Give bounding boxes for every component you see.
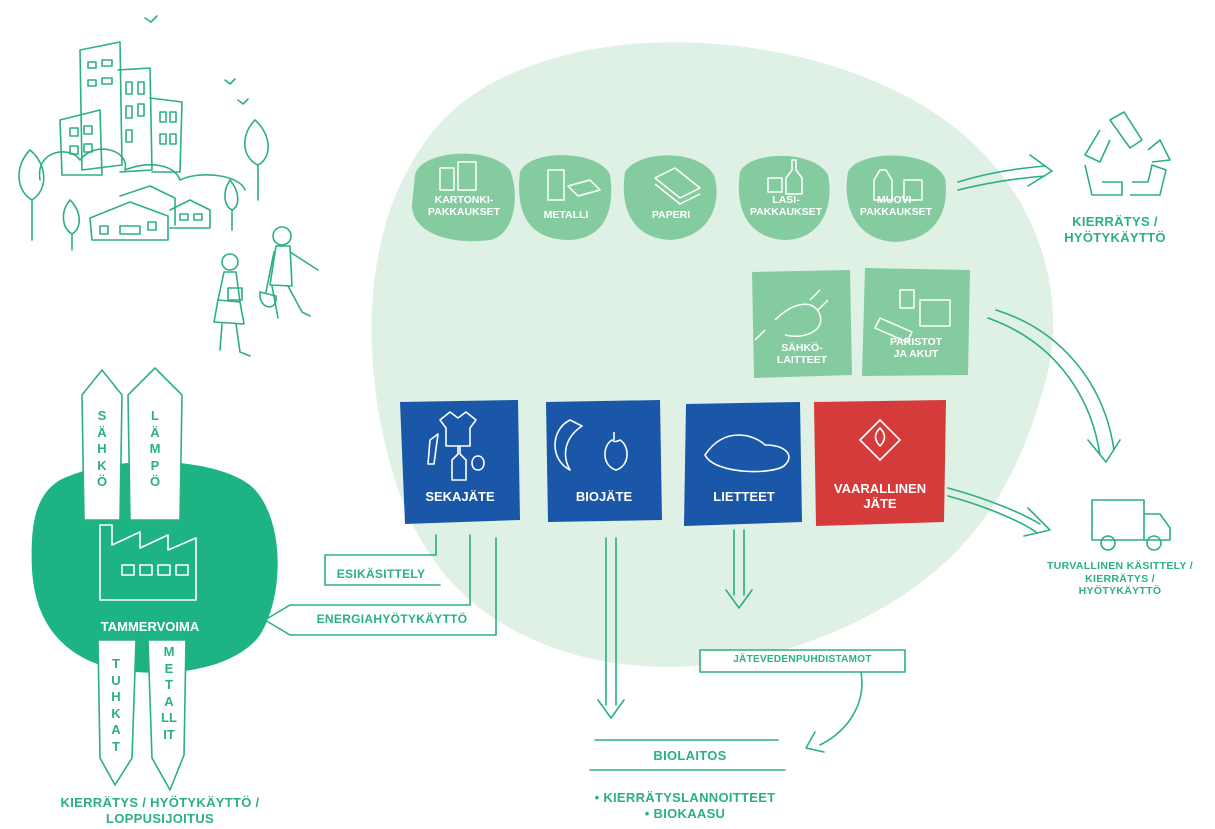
bottle-icon [767, 159, 803, 195]
plug-icon [754, 289, 829, 341]
hazard-icon [859, 419, 901, 461]
energiahyotykaytto-label: ENERGIAHYÖTYKÄYTTÖ [316, 612, 468, 626]
bin-label-biojate: BIOJÄTE [575, 489, 633, 504]
tammervoima-destination: KIERRÄTYS / HYÖTYKÄYTTÖ / LOPPUSIJOITUS [60, 795, 260, 826]
carton-icon [439, 161, 477, 191]
chip-label-cartons: KARTONKI- PAKKAUKSET [427, 194, 501, 218]
esikasittely-label: ESIKÄSITTELY [336, 567, 426, 581]
safe-treatment-destination: TURVALLINEN KÄSITTELY / KIERRÄTYS / HYÖT… [1047, 560, 1193, 598]
tammervoima-name: TAMMERVOIMA [100, 619, 200, 634]
electricity-arrow [81, 369, 123, 521]
metal-label: METALLIT [161, 644, 177, 742]
bin-label-lietteet: LIETTEET [713, 489, 775, 504]
bin-label-vaarallinen: VAARALLINEN JÄTE [833, 481, 927, 511]
plastic-bottle-icon [873, 169, 923, 201]
chip-label-glass: LASI- PAKKAUKSET [749, 194, 823, 218]
recycling-destination: KIERRÄTYS / HYÖTYKÄYTTÖ [1064, 214, 1166, 245]
bin-biojate [546, 400, 662, 522]
chip-label-batteries: PARISTOT JA AKUT [889, 336, 943, 360]
city-icon [18, 15, 269, 251]
ash-label: TUHKAT [111, 656, 121, 754]
bin-lietteet [684, 402, 802, 526]
factory-icon [99, 524, 197, 601]
arrow-to-biolaitos [805, 667, 863, 753]
chip-glass [738, 155, 830, 240]
paper-icon [654, 167, 701, 205]
chip-paper [623, 155, 717, 240]
clothes-icon [427, 411, 477, 465]
chip-cartons [412, 153, 515, 242]
apple-core-icon [604, 432, 628, 471]
arrow-biojate [597, 537, 625, 719]
heat-arrow [127, 367, 183, 521]
chip-label-paper: PAPERI [651, 209, 691, 221]
biolaitos-output-1: • KIERRÄTYSLANNOITTEET [594, 790, 776, 805]
chip-label-plastic: MUOVI- PAKKAUKSET [859, 194, 933, 218]
chip-electronics [752, 270, 852, 378]
banana-icon [554, 419, 583, 471]
bin-vaarallinen [814, 400, 946, 526]
chip-label-electronics: SÄHKÖ- LAITTEET [776, 342, 828, 366]
arrow-esikasittely [324, 534, 441, 586]
heat-label: LÄMPÖ [149, 408, 161, 489]
arrow-recycle [957, 154, 1053, 191]
arrow-special [987, 309, 1121, 463]
battery-icon [874, 289, 951, 343]
electricity-label: SÄHKÖ [96, 408, 108, 489]
jatevedenpuhdistamot-box [699, 649, 906, 673]
bin-label-sekajate: SEKAJÄTE [425, 489, 495, 504]
metal-arrow [147, 639, 187, 791]
truck-icon [1091, 499, 1171, 551]
ash-arrow [97, 639, 137, 786]
arrow-hazard [947, 487, 1051, 537]
biolaitos-title: BIOLAITOS [653, 748, 727, 763]
chip-label-metal: METALLI [543, 209, 589, 221]
chip-batteries [862, 268, 970, 376]
bin-sekajate [400, 400, 520, 524]
chip-plastic [846, 155, 946, 242]
chip-metal [519, 155, 612, 240]
arrow-lietteet [725, 529, 753, 609]
sludge-icon [704, 434, 790, 473]
people-icon [213, 226, 319, 357]
can-icon [547, 169, 601, 201]
recycle-icon [1084, 111, 1171, 196]
arrow-energia [264, 534, 497, 636]
jatevedenpuhdistamot-label: JÄTEVEDENPUHDISTAMOT [733, 654, 872, 665]
biolaitos-output-2: • BIOKAASU [644, 806, 726, 821]
bottle-trash-icon [451, 445, 485, 481]
